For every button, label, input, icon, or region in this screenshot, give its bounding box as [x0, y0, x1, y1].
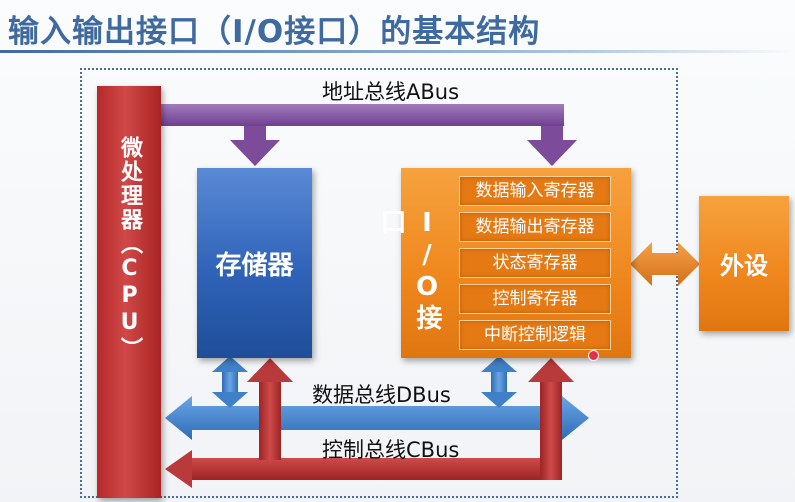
- data-bus-label: 数据总线DBus: [312, 383, 451, 407]
- cpu-label: 微处理器（CPU）: [117, 136, 142, 361]
- io-interface-block: I/O接口 数据输入寄存器 数据输出寄存器 状态寄存器 控制寄存器 中断控制逻辑: [376, 168, 631, 358]
- interrupt-control-logic: 中断控制逻辑: [459, 320, 611, 350]
- system-boundary-frame: [80, 68, 678, 498]
- address-bus-arrow: [158, 104, 577, 166]
- title-underline: [0, 50, 795, 53]
- memory-block: 存储器: [197, 168, 312, 358]
- control-register: 控制寄存器: [459, 284, 611, 314]
- peripheral-block: 外设: [699, 196, 789, 331]
- page-title: 输入输出接口（I/O接口）的基本结构: [8, 14, 541, 50]
- status-register: 状态寄存器: [459, 248, 611, 278]
- pointer-dot: [588, 350, 599, 361]
- memory-label: 存储器: [215, 250, 294, 281]
- cpu-block: 微处理器（CPU）: [97, 86, 161, 498]
- peripheral-label: 外设: [720, 252, 768, 280]
- data-output-register: 数据输出寄存器: [459, 212, 611, 242]
- io-interface-label: I/O接口: [376, 208, 442, 332]
- address-bus-label: 地址总线ABus: [322, 80, 460, 104]
- control-bus-arrow: [165, 358, 574, 488]
- data-input-register: 数据输入寄存器: [459, 176, 611, 206]
- control-bus-label: 控制总线CBus: [322, 438, 460, 462]
- peripheral-link-arrow: [630, 242, 700, 286]
